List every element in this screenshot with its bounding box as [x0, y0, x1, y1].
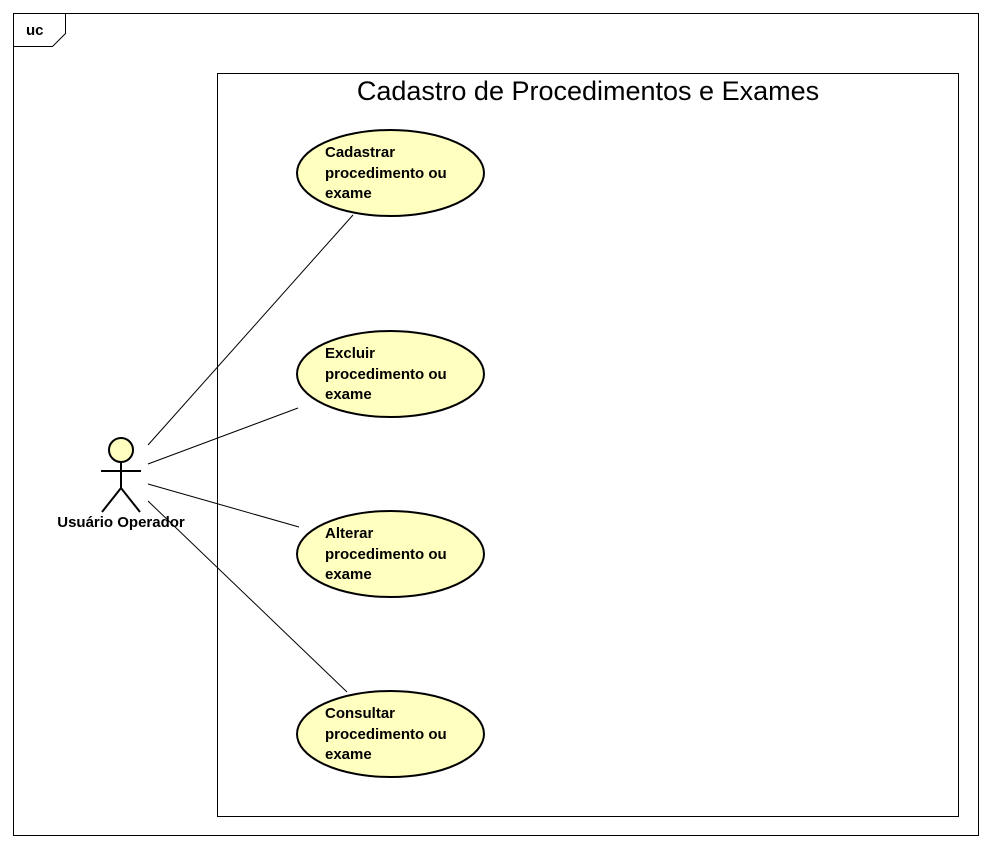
use-case-alterar-line-3: exame [325, 566, 372, 583]
actor-head [108, 437, 134, 463]
use-case-consultar[interactable] [296, 690, 485, 778]
use-case-alterar-label: Alterar procedimento ou exame [325, 524, 447, 586]
uc-frame-tag-label: uc [26, 22, 44, 39]
use-case-cadastrar-line-1: Cadastrar [325, 144, 396, 161]
association-alterar [147, 483, 300, 528]
use-case-excluir-label: Excluir procedimento ou exame [325, 344, 447, 406]
use-case-cadastrar-line-3: exame [325, 185, 372, 202]
use-case-consultar-line-2: procedimento ou [325, 725, 447, 743]
uc-frame-tag: uc [13, 14, 65, 46]
actor-right-leg [120, 487, 141, 513]
use-case-cadastrar[interactable] [296, 129, 485, 217]
use-case-excluir-line-3: exame [325, 386, 372, 403]
use-case-consultar-label: Consultar procedimento ou exame [325, 704, 447, 766]
use-case-consultar-line-3: exame [325, 746, 372, 763]
actor-left-leg [101, 487, 122, 513]
association-cadastrar [147, 214, 354, 446]
system-title: Cadastro de Procedimentos e Exames [356, 76, 820, 106]
use-case-excluir[interactable] [296, 330, 485, 418]
use-case-alterar[interactable] [296, 510, 485, 598]
use-case-cadastrar-label: Cadastrar procedimento ou exame [325, 143, 447, 205]
use-case-cadastrar-line-2: procedimento ou [325, 164, 447, 182]
use-case-excluir-line-2: procedimento ou [325, 365, 447, 383]
association-excluir [147, 407, 299, 465]
use-case-consultar-line-1: Consultar [325, 705, 396, 722]
actor-name: Usuário Operador [57, 514, 185, 531]
actor-icon[interactable] [101, 437, 141, 513]
use-case-alterar-line-2: procedimento ou [325, 545, 447, 563]
uc-frame-tag-border [13, 13, 66, 47]
association-consultar [147, 500, 348, 693]
use-case-excluir-line-1: Excluir [325, 345, 376, 362]
use-case-alterar-line-1: Alterar [325, 525, 374, 542]
